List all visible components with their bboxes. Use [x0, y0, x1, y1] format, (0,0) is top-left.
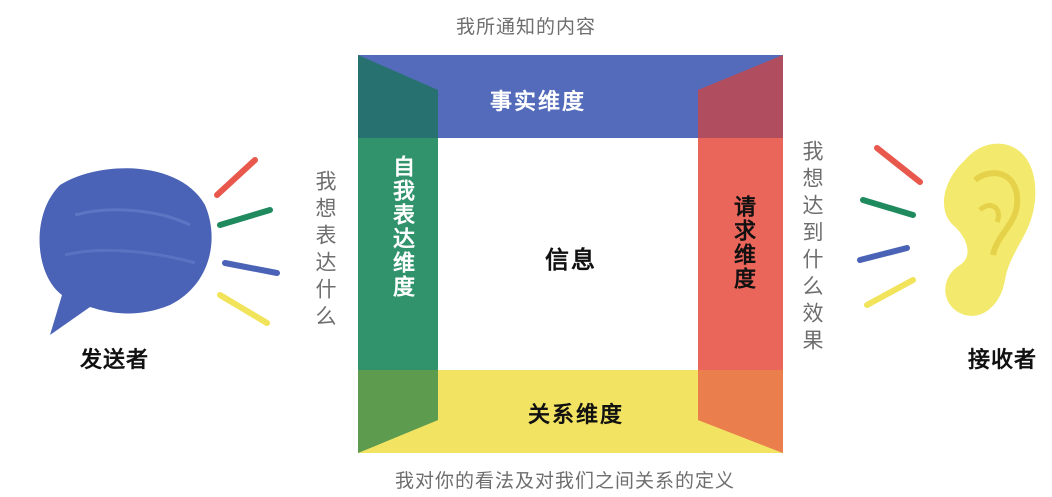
- top-side-label: 事实维度: [490, 90, 587, 115]
- receiver-emphasis-lines: [857, 145, 923, 308]
- bottom-band: [358, 370, 783, 453]
- right-side-label: 请求维度: [730, 195, 755, 291]
- top-caption: 我所通知的内容: [455, 16, 596, 38]
- top-band: [358, 55, 783, 138]
- center-label: 信息: [545, 246, 597, 274]
- communication-square: [358, 55, 783, 453]
- bottom-side-label: 关系维度: [528, 403, 625, 428]
- right-caption: 我想达到什么效果: [800, 140, 824, 356]
- receiver-label: 接收者: [968, 348, 1038, 373]
- bottom-caption: 我对你的看法及对我们之间关系的定义: [394, 470, 735, 492]
- left-caption: 我想表达什么: [313, 170, 337, 332]
- speech-bubble-icon: [39, 168, 212, 335]
- right-band: [698, 55, 783, 453]
- inner-area: [438, 138, 698, 370]
- sender-emphasis-lines: [214, 157, 280, 326]
- left-side-label: 自我表达维度: [389, 155, 414, 299]
- ear-icon: [943, 143, 1036, 316]
- left-band: [358, 55, 438, 453]
- sender-label: 发送者: [80, 348, 150, 373]
